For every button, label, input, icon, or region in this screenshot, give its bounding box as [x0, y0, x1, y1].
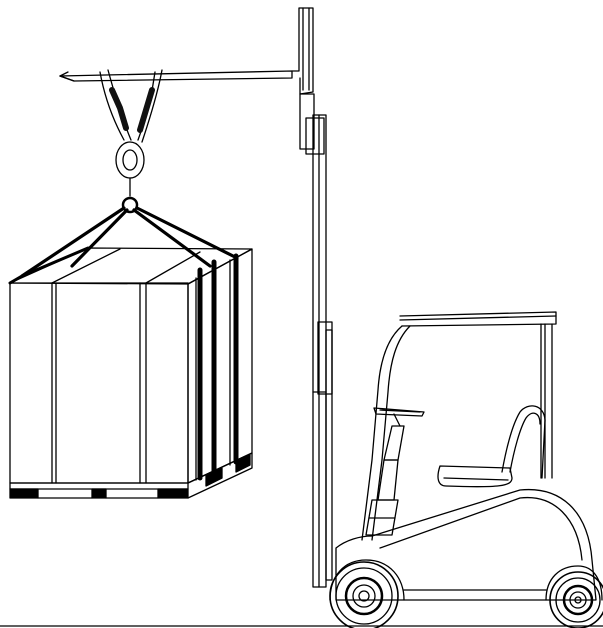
front-wheel: [329, 561, 399, 628]
rear-wheel: [549, 571, 603, 628]
upper-slings: [99, 69, 163, 143]
forklift-body: [329, 311, 603, 601]
master-link: [115, 141, 145, 214]
crate: [8, 246, 253, 484]
jib-boom: [59, 7, 325, 155]
mast: [312, 114, 333, 588]
lower-slings: [20, 206, 239, 278]
pallet: [9, 452, 253, 499]
